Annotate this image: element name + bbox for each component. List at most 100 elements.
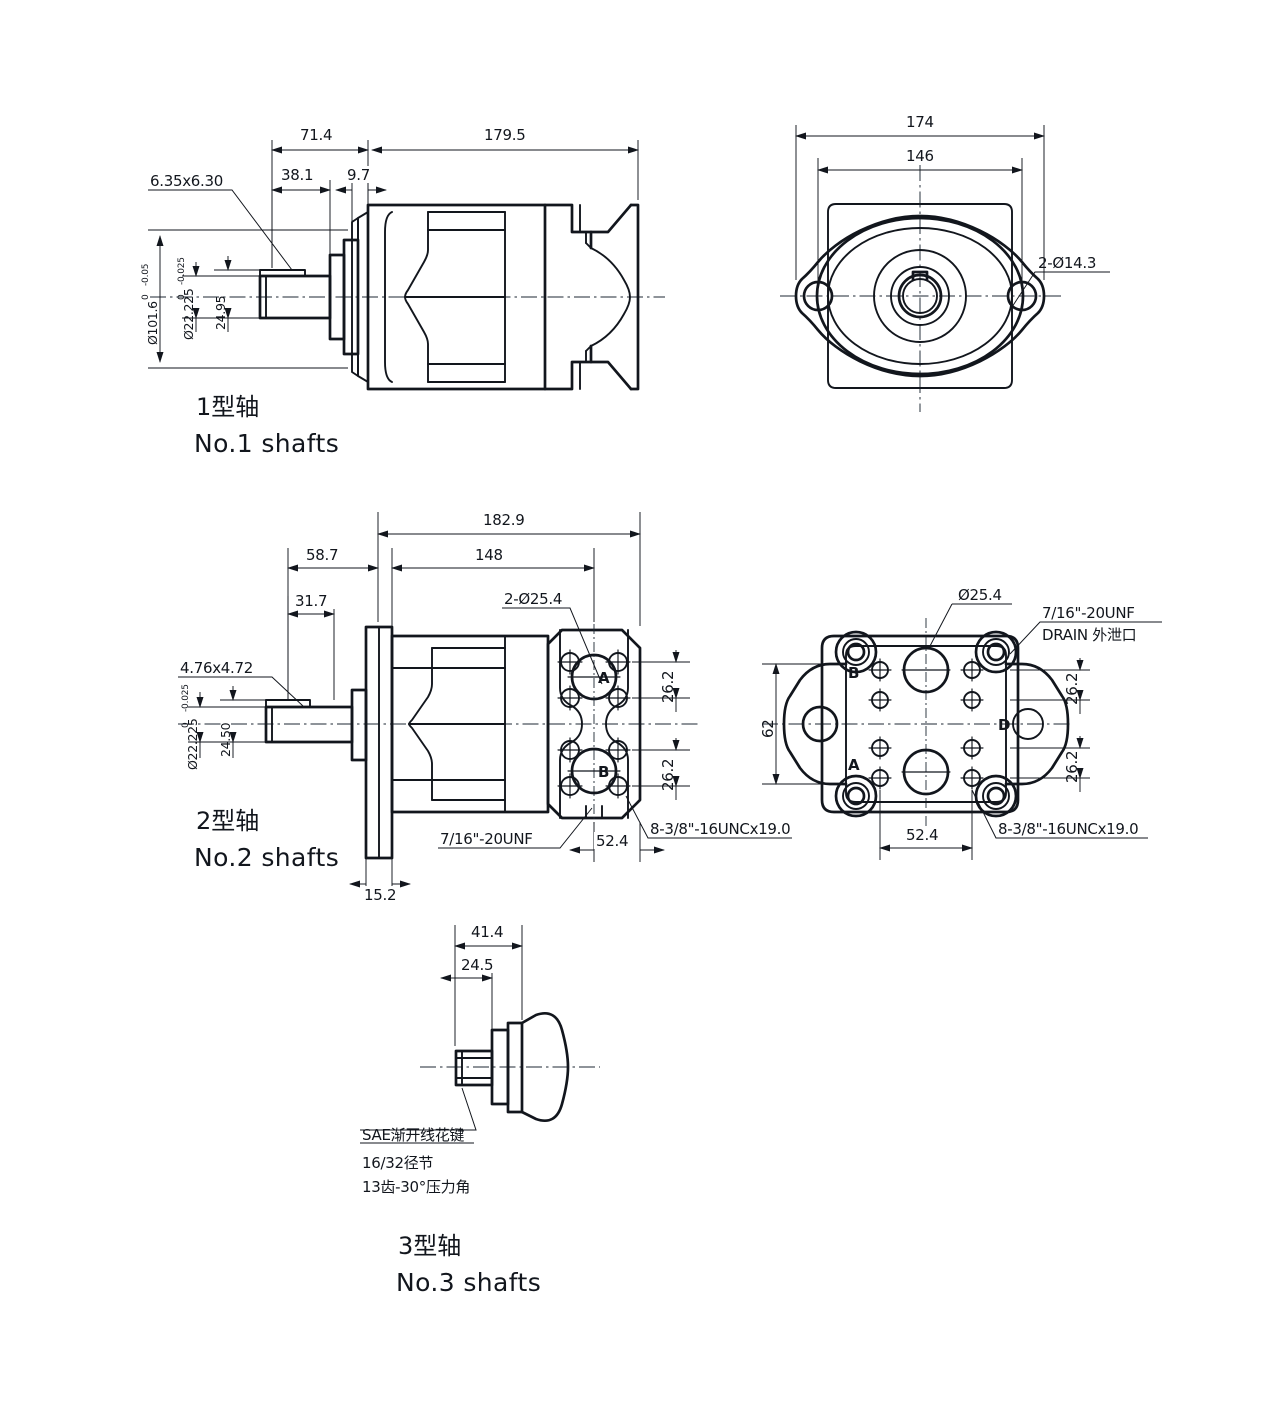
dim-52-4-end: 52.4: [879, 790, 973, 860]
dim-label-9-7: 9.7: [347, 166, 370, 184]
dim-label-179-5: 179.5: [484, 126, 525, 144]
dim-174: 174: [795, 112, 1045, 280]
callout-text-mounting-hole-no1: 2-Ø14.3: [1038, 254, 1096, 272]
callout-drain-no2-end: 7/16"-20UNF DRAIN 外泄口: [1009, 604, 1162, 655]
callout-spline-no3: SAE渐开线花键 16/32径节 13齿-30°压力角: [360, 1087, 477, 1196]
drain-hole-no2-end: [1012, 708, 1044, 740]
dim-tol-lower-101-6: -0.05: [141, 264, 151, 286]
caption-en-no3: No.3 shafts: [396, 1268, 541, 1297]
dim-148: 148: [391, 545, 595, 630]
dim-24-50: 24.50: [218, 686, 268, 758]
dim-tol-upper-101-6: 0: [141, 294, 151, 300]
dim-label-15-2: 15.2: [364, 886, 396, 904]
corner-bosses-no2: [834, 630, 1018, 818]
callout-text-spline-line2: 16/32径节: [362, 1154, 433, 1172]
view-no2-end: B A D 62 26.2 26.2: [759, 586, 1162, 860]
dim-41-4: 41.4: [454, 922, 523, 1046]
dim-182-9: 182.9: [377, 510, 641, 626]
dim-label-31-7: 31.7: [295, 592, 327, 610]
caption-cn-no2: 2型轴: [196, 807, 259, 835]
dim-label-38-1: 38.1: [281, 166, 313, 184]
port-label-b-no2: B: [598, 763, 609, 781]
dim-tol-upper-22-225-no2: 0: [181, 722, 191, 728]
dim-label-26-2-lower-end: 26.2: [1063, 751, 1081, 783]
callout-text-port-dia-no2-end: Ø25.4: [958, 586, 1002, 604]
callout-mount-thread-no2-end: 8-3/8"-16UNCx19.0: [971, 789, 1148, 839]
callout-text-drain-thread-no2: 7/16"-20UNF: [440, 830, 533, 848]
dim-label-62: 62: [759, 720, 777, 739]
dim-tol-lower-22-225: -0.025: [177, 257, 187, 285]
shaft-no1: [258, 238, 360, 356]
dim-26-2-upper-end: 26.2: [1010, 658, 1090, 714]
dim-62: 62: [759, 663, 838, 785]
view-no2-side: A B 182.9 148 58.7: [178, 510, 792, 904]
dim-24-95: 24.95: [213, 256, 262, 332]
dim-label-26-2-upper-end: 26.2: [1063, 673, 1081, 705]
dim-label-41-4: 41.4: [471, 923, 503, 941]
dim-9-7: 9.7: [335, 166, 387, 222]
dim-179-5: 179.5: [371, 125, 639, 200]
view-no3-side: 41.4 24.5 SAE渐开线花键 16/32径节 13齿-30°压力角 3型…: [360, 922, 600, 1297]
dim-label-24-5: 24.5: [461, 956, 493, 974]
callout-keyway-no1: 6.35x6.30: [148, 172, 293, 271]
dim-label-52-4-end: 52.4: [906, 826, 938, 844]
dim-label-146: 146: [906, 147, 934, 165]
callout-text-drain-label-no2-end: DRAIN 外泄口: [1042, 626, 1136, 644]
dim-label-174: 174: [906, 113, 934, 131]
dim-label-24-95: 24.95: [213, 296, 228, 330]
dim-146: 146: [817, 146, 1023, 284]
port-block-no2: A B: [546, 624, 642, 824]
dim-tol-lower-22-225-no2: -0.025: [181, 684, 191, 712]
dim-phi-101-6: Ø101.6 0 -0.05: [141, 229, 348, 369]
callout-text-keyway-no2: 4.76x4.72: [180, 659, 253, 677]
dim-52-4-side: 52.4: [569, 822, 665, 862]
caption-cn-no3: 3型轴: [398, 1232, 461, 1260]
dim-label-24-50: 24.50: [218, 722, 233, 757]
callout-drain-thread-no2: 7/16"-20UNF: [438, 807, 593, 849]
callout-text-drain-thread-no2-end: 7/16"-20UNF: [1042, 604, 1135, 622]
dim-phi-22-225-no2: Ø22.225 0 -0.025: [181, 684, 268, 770]
callout-text-port-dia-no2: 2-Ø25.4: [504, 590, 562, 608]
caption-cn-no1: 1型轴: [196, 393, 259, 421]
dim-24-5: 24.5: [440, 955, 500, 1048]
view-no1-end: 174 146 2-Ø14.3: [780, 112, 1110, 412]
callout-mount-thread-no2: 8-3/8"-16UNCx19.0: [625, 795, 792, 839]
dim-label-52-4-side: 52.4: [596, 832, 628, 850]
dim-label-26-2-lower-side: 26.2: [659, 759, 677, 791]
dim-31-7: 31.7: [287, 592, 336, 700]
dim-label-148: 148: [475, 546, 503, 564]
callout-keyway-no2: 4.76x4.72: [178, 659, 304, 707]
callout-text-mount-thread-no2-end: 8-3/8"-16UNCx19.0: [998, 820, 1138, 838]
callout-port-dia-no2-end: Ø25.4: [929, 586, 1012, 647]
dim-15-2: 15.2: [349, 858, 411, 904]
callout-text-mount-thread-no2: 8-3/8"-16UNCx19.0: [650, 820, 790, 838]
dim-label-58-7: 58.7: [306, 546, 338, 564]
dim-label-phi-101-6: Ø101.6: [145, 301, 160, 345]
dim-phi-22-225: Ø22.225 0 -0.025: [177, 257, 262, 340]
dim-label-phi-22-225: Ø22.225: [181, 289, 196, 340]
callout-mounting-hole-no1: 2-Ø14.3: [1009, 254, 1110, 311]
dim-label-71-4: 71.4: [300, 126, 332, 144]
bolt-holes-no2-end: [868, 658, 984, 790]
caption-en-no1: No.1 shafts: [194, 429, 339, 458]
callout-text-keyway-no1: 6.35x6.30: [150, 172, 223, 190]
caption-en-no2: No.2 shafts: [194, 843, 339, 872]
dim-38-1: 38.1: [271, 166, 331, 272]
pump-body-outline: [351, 203, 640, 391]
view-no1-side: 71.4 179.5 38.1 9.7 Ø1: [141, 125, 665, 458]
dim-26-2-upper-side: 26.2: [632, 650, 690, 712]
pump-body-no2: [390, 634, 550, 814]
callout-text-spline-line1: SAE渐开线花键: [362, 1126, 464, 1144]
dim-26-2-lower-end: 26.2: [1010, 736, 1090, 792]
port-label-d-no2-end: D: [998, 716, 1010, 734]
dim-tol-upper-22-225: 0: [177, 294, 187, 300]
dim-label-phi-22-225-no2: Ø22.225: [185, 719, 200, 770]
port-label-a-no2-end: A: [848, 756, 860, 774]
housing-profile-no3: [520, 1011, 570, 1123]
callout-port-dia-no2: 2-Ø25.4: [502, 590, 603, 685]
callout-text-spline-line3: 13齿-30°压力角: [362, 1178, 470, 1196]
dim-26-2-lower-side: 26.2: [632, 738, 690, 800]
port-label-b-no2-end: B: [848, 664, 859, 682]
